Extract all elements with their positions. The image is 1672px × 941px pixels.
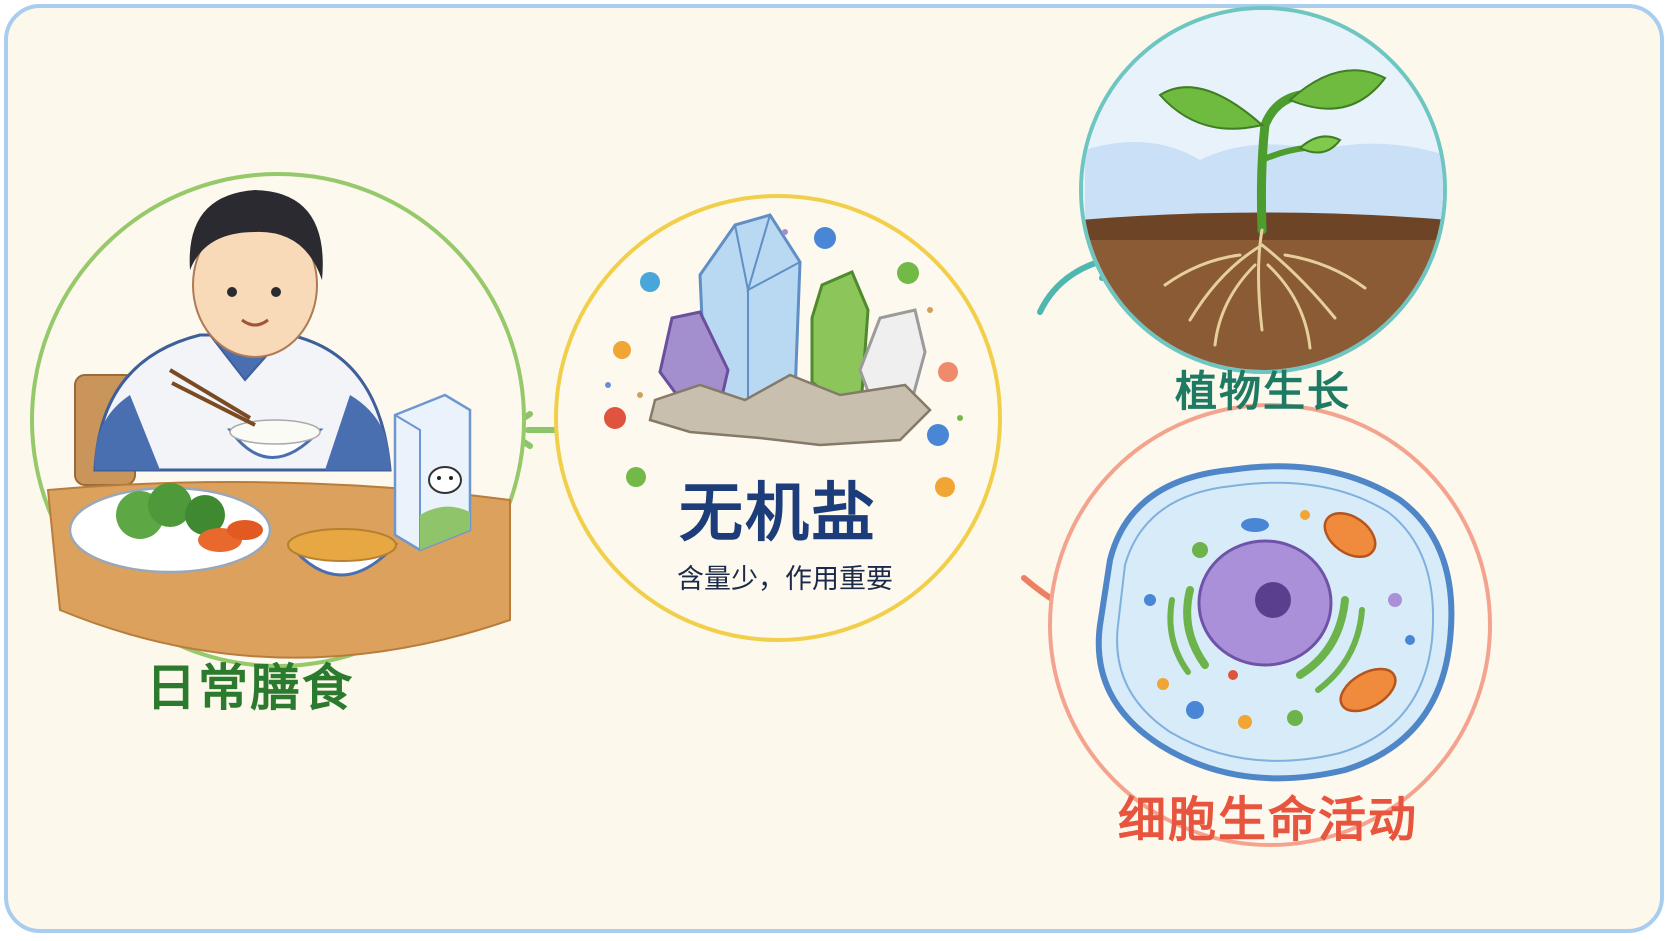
center-title: 无机盐: [679, 477, 877, 551]
center-subtitle: 含量少，作用重要: [677, 564, 893, 595]
cell-node: [1048, 403, 1492, 847]
diet-node: [30, 172, 526, 668]
diet-label: 日常膳食: [146, 659, 354, 717]
minerals-illustration: [604, 213, 963, 497]
plant-node: [1079, 6, 1447, 374]
center-node: [554, 194, 1002, 642]
plant-label: 植物生长: [1174, 367, 1352, 416]
cell-illustration: [1095, 463, 1455, 782]
cell-label: 细胞生命活动: [1117, 792, 1419, 848]
diet-illustration: [46, 190, 511, 659]
